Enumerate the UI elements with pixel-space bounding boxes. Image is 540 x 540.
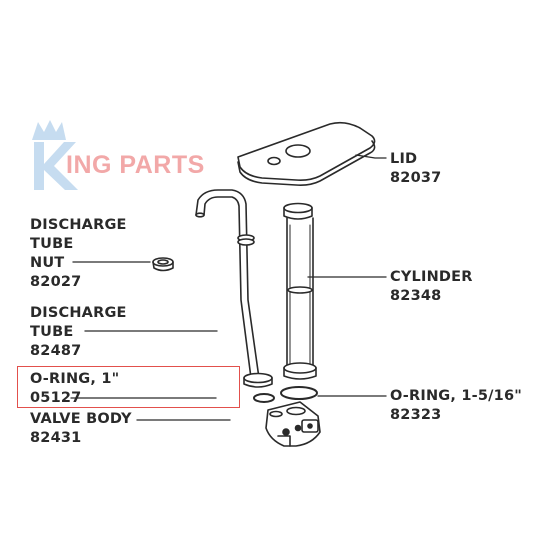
valve-body-part [265, 401, 321, 447]
discharge-tube-part [195, 189, 273, 388]
crown-icon [32, 120, 66, 140]
leader-lines [70, 154, 387, 421]
label-cylinder: CYLINDER 82348 [390, 269, 473, 304]
highlight-box [17, 366, 240, 408]
crown-k-icon [32, 120, 78, 190]
label-oring-small: O-RING, 1" 05127 [30, 371, 120, 406]
oring-small-part [253, 393, 275, 403]
brand-rest: ING PARTS [66, 151, 205, 179]
cylinder-part [283, 202, 317, 380]
discharge-tube-nut-part [152, 257, 174, 272]
label-discharge-tube: DISCHARGE TUBE 82487 [30, 305, 127, 359]
label-valve-body: VALVE BODY 82431 [30, 411, 132, 446]
label-discharge-tube-nut: DISCHARGE TUBE NUT 82027 [30, 217, 127, 290]
label-lid: LID 82037 [390, 151, 442, 186]
leader-lid [355, 154, 387, 159]
king-parts-watermark [28, 118, 228, 198]
oring-large-part [280, 386, 318, 400]
brand-text: ING PARTS [66, 151, 205, 180]
lid-part [237, 121, 376, 186]
label-oring-large: O-RING, 1-5/16" 82323 [390, 388, 522, 423]
